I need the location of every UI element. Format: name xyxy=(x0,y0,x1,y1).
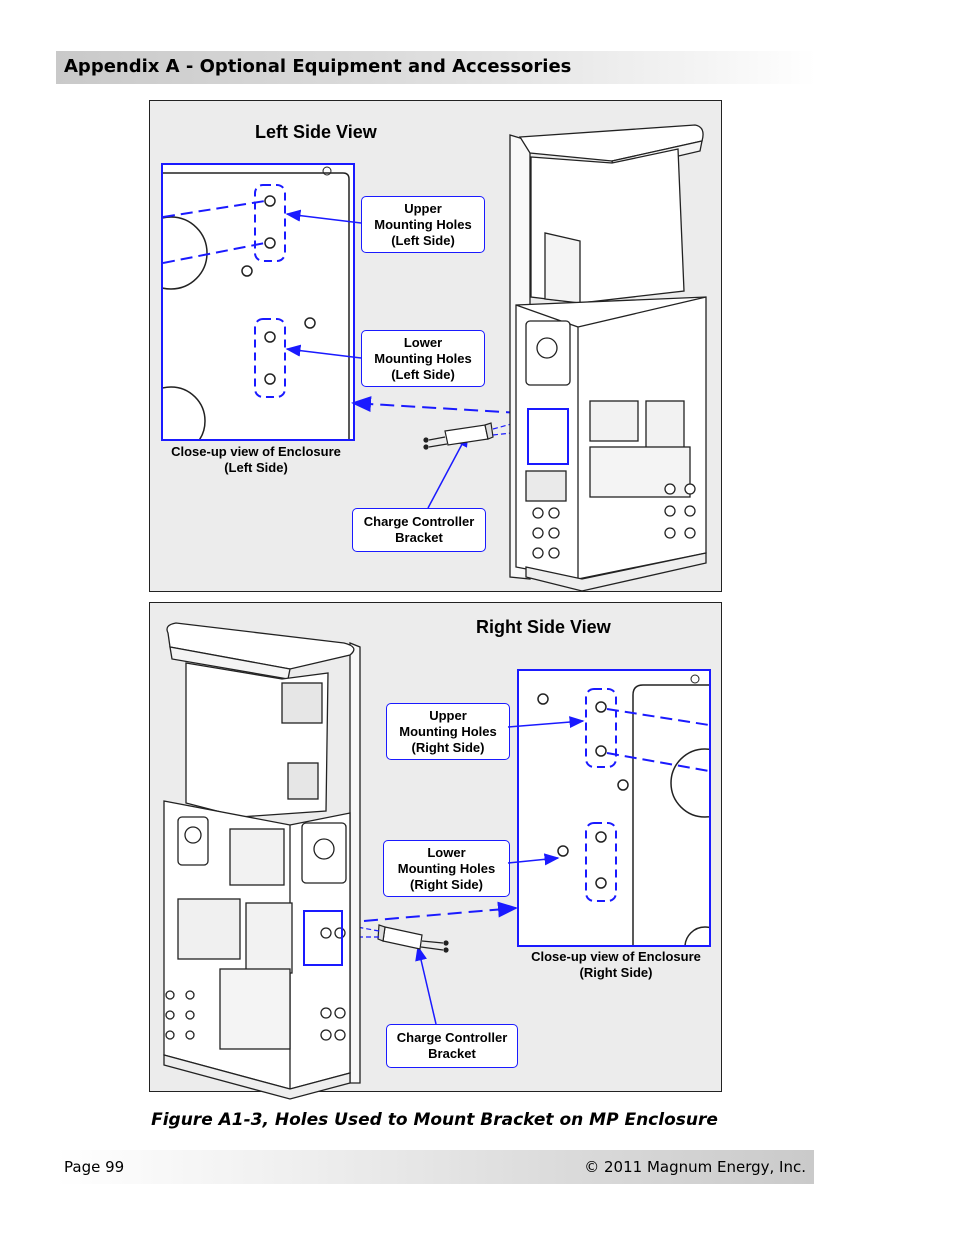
page-number: Page 99 xyxy=(64,1158,125,1176)
callout-line: Mounting Holes xyxy=(397,860,496,876)
callout-line: Upper xyxy=(404,200,442,216)
callout-line: Lower xyxy=(427,844,466,860)
left-closeup-caption-line2: (Left Side) xyxy=(224,460,288,475)
left-upper-holes-callout: Upper Mounting Holes (Left Side) xyxy=(361,196,485,253)
callout-line: Mounting Holes xyxy=(374,216,472,232)
right-closeup-drawing xyxy=(537,674,709,945)
right-view-title: Right Side View xyxy=(476,617,611,637)
right-closeup-caption: Close-up view of Enclosure (Right Side) xyxy=(513,949,719,981)
right-side-view-panel: Right Side View Close-up view of Enclosu… xyxy=(149,602,722,1100)
left-closeup-drawing xyxy=(163,166,350,439)
callout-line: Bracket xyxy=(428,1046,476,1061)
callout-line: Charge Controller xyxy=(396,1030,508,1045)
right-bracket-callout: Charge Controller Bracket xyxy=(386,1024,518,1068)
copyright-notice: © 2011 Magnum Energy, Inc. xyxy=(584,1158,806,1176)
callout-line: Mounting Holes xyxy=(374,350,472,366)
left-view-title: Left Side View xyxy=(255,122,377,142)
right-closeup-view xyxy=(517,669,711,947)
page-footer-bar: Page 99 © 2011 Magnum Energy, Inc. xyxy=(56,1150,814,1184)
section-title: Appendix A - Optional Equipment and Acce… xyxy=(64,56,572,77)
figure-caption: Figure A1-3, Holes Used to Mount Bracket… xyxy=(151,1110,718,1130)
section-header-bar: Appendix A - Optional Equipment and Acce… xyxy=(56,51,816,84)
left-closeup-caption: Close-up view of Enclosure (Left Side) xyxy=(153,444,359,476)
right-lower-holes-callout: Lower Mounting Holes (Right Side) xyxy=(383,840,510,897)
left-side-view-panel: Left Side View Close-up view of Enclosur… xyxy=(149,100,722,592)
right-closeup-caption-line2: (Right Side) xyxy=(579,965,653,980)
callout-line: Mounting Holes xyxy=(399,723,497,739)
callout-line: (Left Side) xyxy=(391,366,455,382)
right-upper-holes-callout: Upper Mounting Holes (Right Side) xyxy=(386,703,510,760)
callout-line: Upper xyxy=(429,707,467,723)
callout-line: (Left Side) xyxy=(391,232,455,248)
left-enclosure-drawing xyxy=(285,124,707,592)
left-closeup-view xyxy=(161,163,355,441)
right-closeup-caption-line1: Close-up view of Enclosure xyxy=(531,949,701,964)
left-lower-holes-callout: Lower Mounting Holes (Left Side) xyxy=(361,330,485,387)
right-enclosure-drawing xyxy=(163,622,585,1100)
callout-line: Charge Controller xyxy=(363,514,475,529)
callout-line: (Right Side) xyxy=(411,739,485,755)
callout-line: (Right Side) xyxy=(410,876,483,892)
callout-line: Lower xyxy=(403,334,443,350)
left-closeup-caption-line1: Close-up view of Enclosure xyxy=(171,444,341,459)
callout-line: Bracket xyxy=(395,530,443,545)
left-bracket-callout: Charge Controller Bracket xyxy=(352,508,486,552)
